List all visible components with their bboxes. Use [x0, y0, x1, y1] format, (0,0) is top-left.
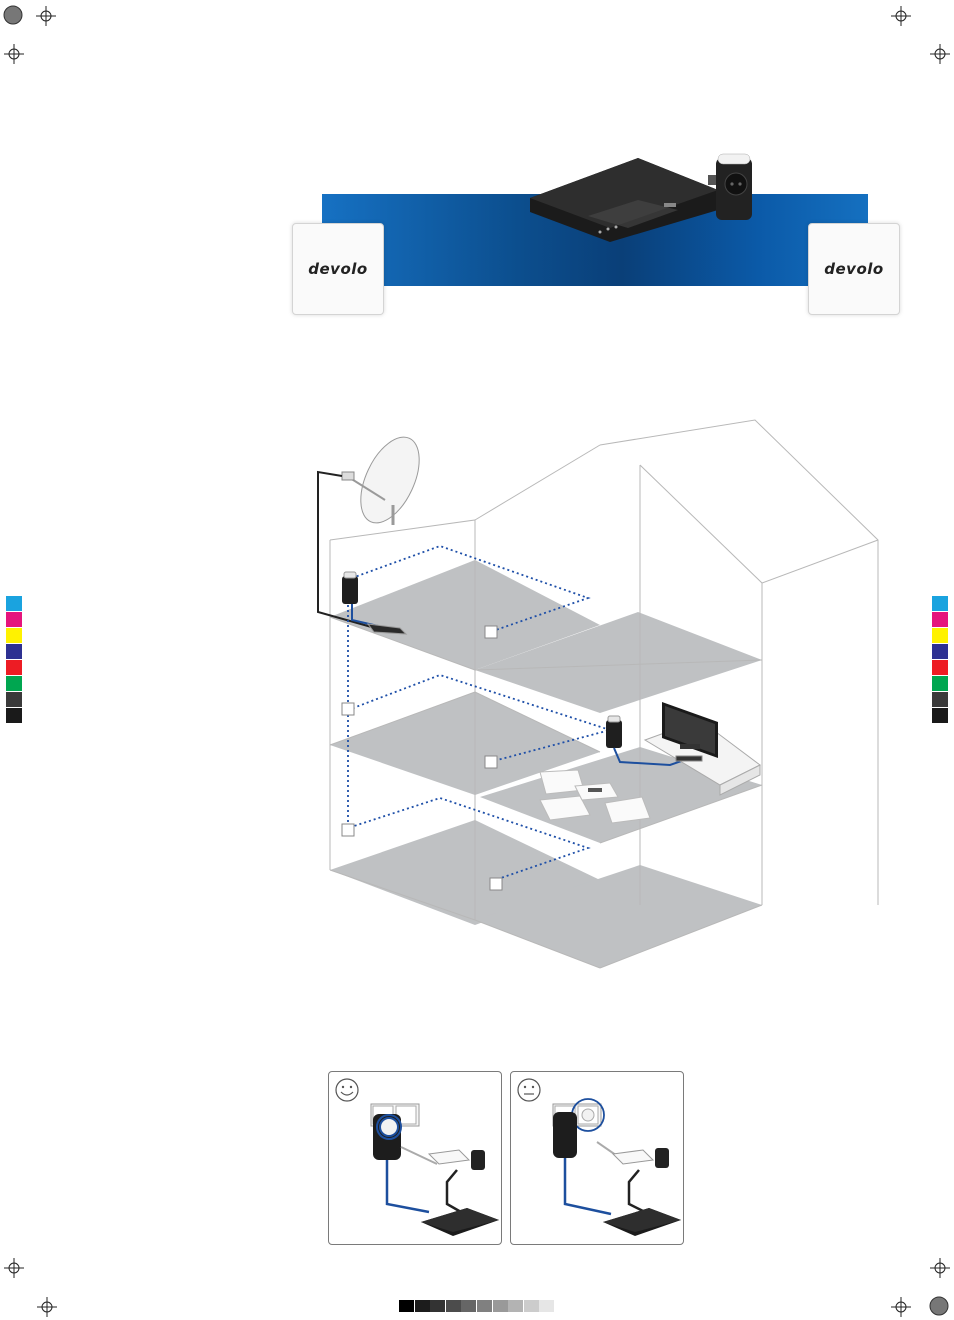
color-swatch — [6, 612, 22, 628]
floor-slab — [475, 612, 762, 713]
powerline-adapter-icon — [373, 1114, 402, 1160]
power-supply-icon — [611, 1148, 669, 1168]
powerline-adapter-icon — [553, 1112, 577, 1158]
grey-swatch — [539, 1300, 555, 1312]
crosshair-icon — [4, 44, 24, 64]
grey-swatch — [445, 1300, 461, 1312]
powerline-adapter-icon — [342, 571, 358, 604]
grey-swatch — [477, 1300, 492, 1312]
tv-icon — [662, 702, 718, 758]
color-swatch — [932, 660, 948, 676]
smiley-happy-icon — [335, 1078, 359, 1102]
grey-swatch — [430, 1300, 446, 1312]
product-image — [530, 153, 752, 242]
smiley-neutral-icon — [517, 1078, 541, 1102]
crosshair-icon — [891, 6, 911, 26]
wall-socket-icon — [341, 625, 503, 891]
color-swatch — [6, 596, 22, 612]
grey-swatch — [399, 1300, 414, 1312]
crosshair-icon — [891, 1297, 911, 1317]
logo-text: devolo — [308, 260, 368, 278]
registration-mark-icon — [929, 1296, 949, 1316]
panel-correct-installation — [328, 1071, 502, 1245]
color-bar-right — [932, 596, 948, 724]
grey-swatch — [461, 1300, 477, 1312]
floor-slab — [330, 560, 600, 670]
house-illustration — [317, 419, 879, 969]
crosshair-icon — [36, 6, 56, 26]
devolo-logo-right: devolo — [808, 223, 900, 315]
color-swatch — [932, 612, 948, 628]
powerline-adapter-icon — [606, 715, 622, 748]
devolo-logo-left: devolo — [292, 223, 384, 315]
crosshair-icon — [930, 1258, 950, 1278]
grey-swatch — [492, 1300, 508, 1312]
color-swatch — [932, 708, 948, 724]
registration-mark-icon — [3, 5, 23, 25]
satellite-dish-icon — [341, 436, 420, 525]
power-supply-icon — [427, 1149, 485, 1170]
crosshair-icon — [930, 44, 950, 64]
receiver-icon — [603, 1208, 681, 1236]
color-swatch — [932, 676, 948, 692]
receiver-icon — [366, 623, 408, 635]
color-swatch — [932, 692, 948, 708]
floor-slab — [475, 865, 762, 968]
color-swatch — [6, 628, 22, 644]
color-swatch — [6, 692, 22, 708]
crosshair-icon — [4, 1258, 24, 1278]
color-swatch — [6, 708, 22, 724]
grey-swatch — [523, 1300, 539, 1312]
color-swatch — [932, 628, 948, 644]
color-swatch — [6, 660, 22, 676]
color-swatch — [6, 676, 22, 692]
floor-slab — [330, 820, 600, 925]
grey-swatch — [414, 1300, 430, 1312]
floor-slab — [330, 692, 600, 795]
panel-acceptable-installation — [510, 1071, 684, 1245]
color-swatch — [6, 644, 22, 660]
color-bar-left — [6, 596, 22, 724]
sofa-icon — [539, 769, 651, 824]
color-swatch — [932, 596, 948, 612]
color-swatch — [932, 644, 948, 660]
receiver-icon — [675, 755, 703, 762]
crosshair-icon — [37, 1297, 57, 1317]
receiver-icon — [421, 1208, 499, 1236]
grey-swatch — [508, 1300, 524, 1312]
logo-text: devolo — [824, 260, 884, 278]
